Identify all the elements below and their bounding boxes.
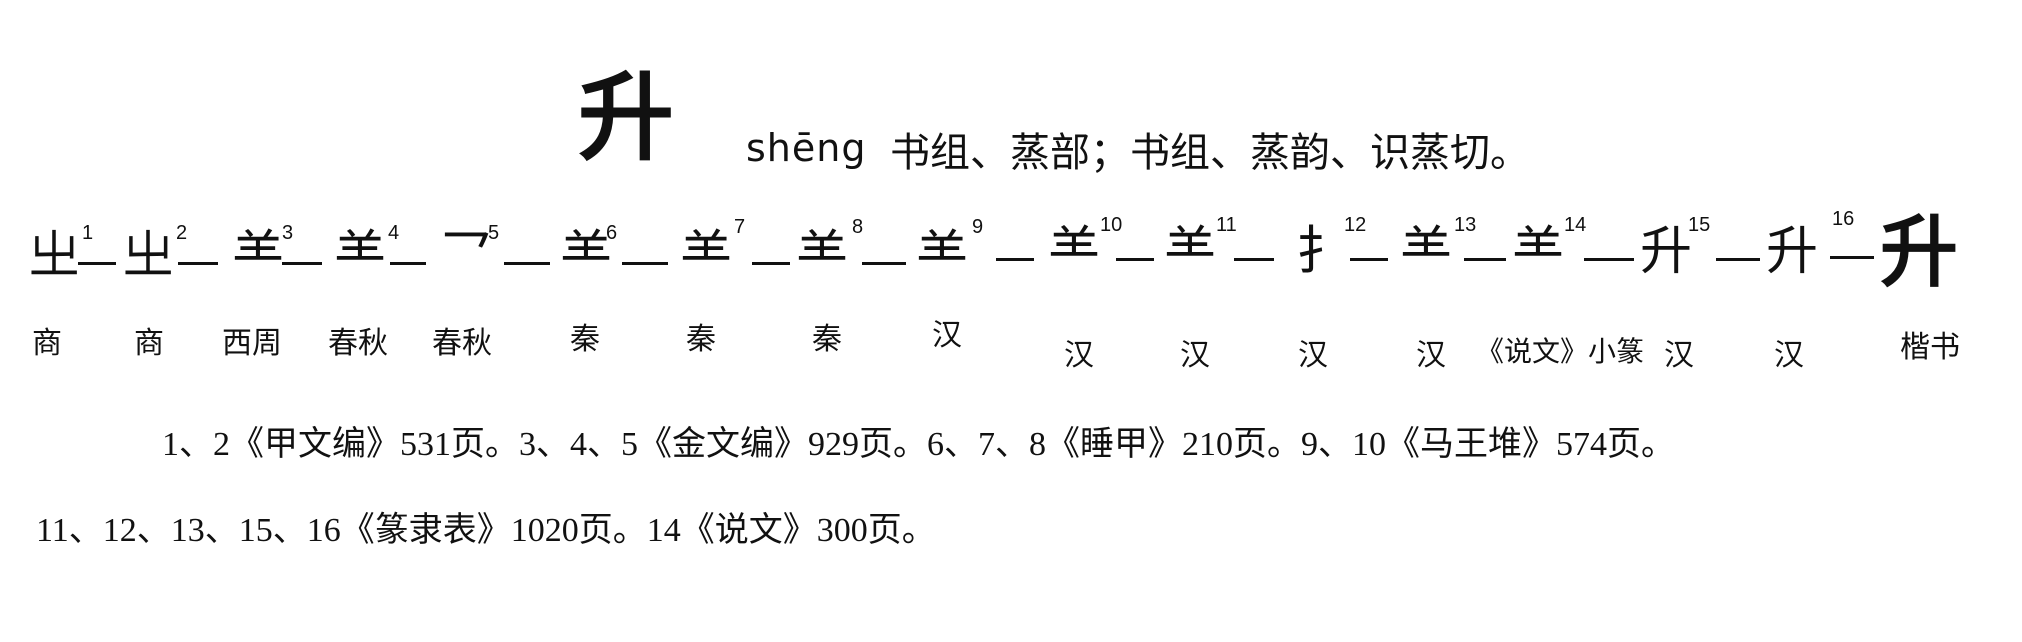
arrow-dash bbox=[1464, 258, 1506, 261]
arrow-dash bbox=[1584, 258, 1634, 261]
glyph-number-3: 3 bbox=[282, 222, 294, 244]
arrow-dash bbox=[1116, 258, 1154, 261]
glyph-16: 升 bbox=[1766, 222, 1819, 282]
arrow-dash bbox=[996, 258, 1034, 261]
arrow-dash bbox=[1716, 258, 1760, 261]
glyph-6: ⺷ bbox=[560, 226, 613, 286]
glyph-kaishu: 升 bbox=[1880, 207, 1959, 298]
glyph-12: ⺘ bbox=[1296, 222, 1349, 282]
era-label: 汉 bbox=[1416, 338, 1446, 373]
source-note-line-1: 1、2《甲文编》531页。3、4、5《金文编》929页。6、7、8《睡甲》210… bbox=[162, 426, 1675, 463]
glyph-number-13: 13 bbox=[1454, 214, 1477, 236]
era-label: 汉 bbox=[1664, 338, 1694, 373]
glyph-15: 升 bbox=[1640, 222, 1693, 282]
glyph-number-9: 9 bbox=[972, 216, 984, 238]
arrow-dash bbox=[78, 262, 116, 265]
arrow-dash bbox=[1234, 258, 1274, 261]
glyph-number-15: 15 bbox=[1688, 214, 1711, 236]
glyph-number-1: 1 bbox=[82, 222, 94, 244]
glyph-number-8: 8 bbox=[852, 216, 864, 238]
glyph-number-4: 4 bbox=[388, 222, 400, 244]
era-label: 春秋 bbox=[328, 326, 388, 361]
era-label: 西周 bbox=[222, 326, 282, 361]
era-label: 汉 bbox=[1774, 338, 1804, 373]
arrow-dash bbox=[282, 262, 322, 265]
glyph-7: ⺷ bbox=[680, 226, 733, 286]
glyph-number-16: 16 bbox=[1832, 208, 1855, 230]
phonetic-reading: 书组、蒸部；书组、蒸韵、识蒸切。 bbox=[890, 130, 1530, 176]
era-label: 汉 bbox=[1298, 338, 1328, 373]
glyph-9: ⺷ bbox=[916, 226, 969, 286]
arrow-dash bbox=[622, 262, 668, 265]
glyph-5: ⺂ bbox=[440, 226, 493, 286]
era-label: 秦 bbox=[812, 322, 842, 357]
era-label: 商 bbox=[32, 326, 62, 361]
era-label: 汉 bbox=[1180, 338, 1210, 373]
glyph-number-10: 10 bbox=[1100, 214, 1123, 236]
pinyin: shēng bbox=[746, 126, 867, 170]
glyph-14: ⺷ bbox=[1512, 222, 1565, 282]
glyph-10: ⺷ bbox=[1048, 222, 1101, 282]
arrow-dash bbox=[178, 262, 218, 265]
glyph-number-14: 14 bbox=[1564, 214, 1587, 236]
glyph-number-2: 2 bbox=[176, 222, 188, 244]
glyph-11: ⺷ bbox=[1164, 222, 1217, 282]
head-character: 升 bbox=[578, 61, 674, 174]
source-note-line-2: 11、12、13、15、16《篆隶表》1020页。14《说文》300页。 bbox=[36, 512, 936, 549]
arrow-dash bbox=[504, 262, 550, 265]
arrow-dash bbox=[752, 262, 790, 265]
glyph-1: 㞢 bbox=[28, 226, 81, 286]
arrow-dash bbox=[1350, 258, 1388, 261]
era-label: 《说文》小篆 bbox=[1476, 335, 1645, 368]
glyph-3: ⺷ bbox=[232, 226, 285, 286]
glyph-4: ⺷ bbox=[334, 226, 387, 286]
glyph-number-12: 12 bbox=[1344, 214, 1367, 236]
era-label: 汉 bbox=[1064, 338, 1094, 373]
era-label: 秦 bbox=[570, 322, 600, 357]
glyph-number-7: 7 bbox=[734, 216, 746, 238]
era-label: 商 bbox=[134, 326, 164, 361]
era-label: 秦 bbox=[686, 322, 716, 357]
glyph-8: ⺷ bbox=[796, 226, 849, 286]
era-label: 汉 bbox=[932, 318, 962, 353]
glyph-number-5: 5 bbox=[488, 222, 500, 244]
arrow-dash bbox=[1830, 256, 1874, 259]
era-label: 楷书 bbox=[1900, 330, 1960, 365]
glyph-number-11: 11 bbox=[1216, 214, 1237, 236]
era-label: 春秋 bbox=[432, 326, 492, 361]
arrow-dash bbox=[862, 262, 906, 265]
glyph-number-6: 6 bbox=[606, 222, 618, 244]
glyph-2: 㞢 bbox=[122, 226, 175, 286]
arrow-dash bbox=[390, 262, 426, 265]
glyph-13: ⺷ bbox=[1400, 222, 1453, 282]
